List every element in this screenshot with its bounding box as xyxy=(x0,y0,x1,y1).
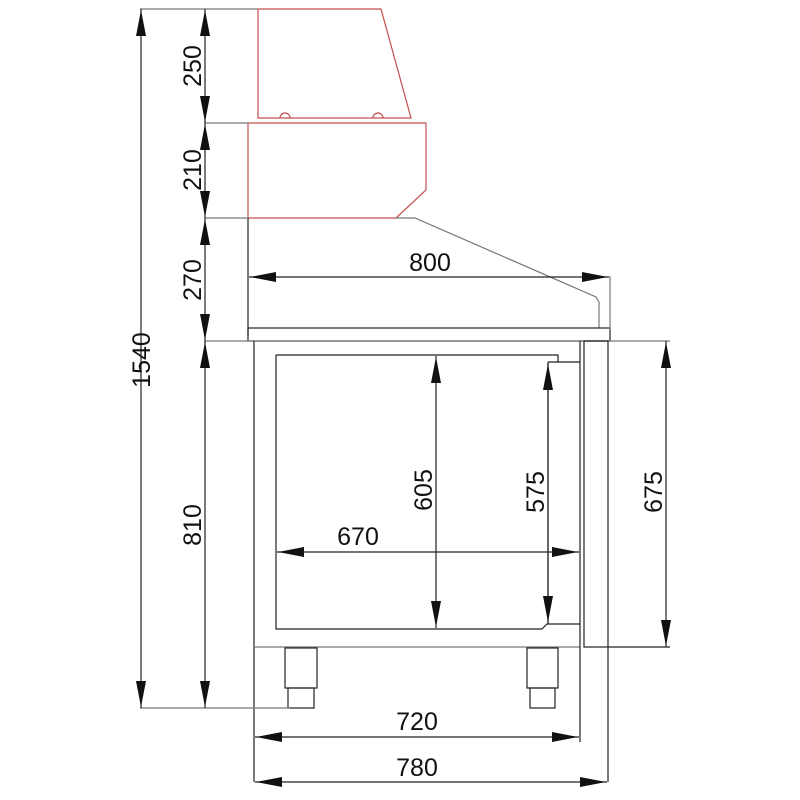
svg-text:605: 605 xyxy=(410,469,438,511)
display-base-lower xyxy=(247,122,427,219)
door-panel xyxy=(583,340,609,648)
dim-overall-depth: 780 xyxy=(255,647,609,787)
svg-text:250: 250 xyxy=(179,45,207,87)
leg-front xyxy=(284,647,318,709)
svg-text:575: 575 xyxy=(522,471,550,513)
dim-base-depth: 720 xyxy=(255,708,579,742)
svg-text:675: 675 xyxy=(640,471,668,513)
dim-inner-height: 605 xyxy=(410,356,441,628)
dim-total-height: 1540 xyxy=(128,9,156,708)
worktop-hood xyxy=(247,217,611,342)
dim-display-lower: 210 xyxy=(179,123,210,218)
svg-text:270: 270 xyxy=(179,259,207,301)
svg-text:210: 210 xyxy=(179,149,207,191)
leg-rear xyxy=(526,647,559,709)
svg-text:780: 780 xyxy=(396,754,438,782)
dim-door-height: 675 xyxy=(640,341,671,647)
display-glass-upper xyxy=(257,8,412,119)
svg-text:810: 810 xyxy=(179,504,207,546)
svg-text:670: 670 xyxy=(337,523,379,551)
svg-text:1540: 1540 xyxy=(128,332,156,388)
dim-display-upper: 250 xyxy=(179,9,210,123)
dim-worktop-hood: 270 xyxy=(179,218,210,341)
dim-worktop-depth: 800 xyxy=(249,249,609,282)
svg-text:800: 800 xyxy=(409,249,451,277)
svg-text:720: 720 xyxy=(396,708,438,736)
cabinet-body xyxy=(205,340,670,782)
dim-inner-width: 670 xyxy=(277,523,579,557)
dim-cabinet-height: 810 xyxy=(179,341,210,708)
dim-door-inner-height: 575 xyxy=(522,363,553,623)
